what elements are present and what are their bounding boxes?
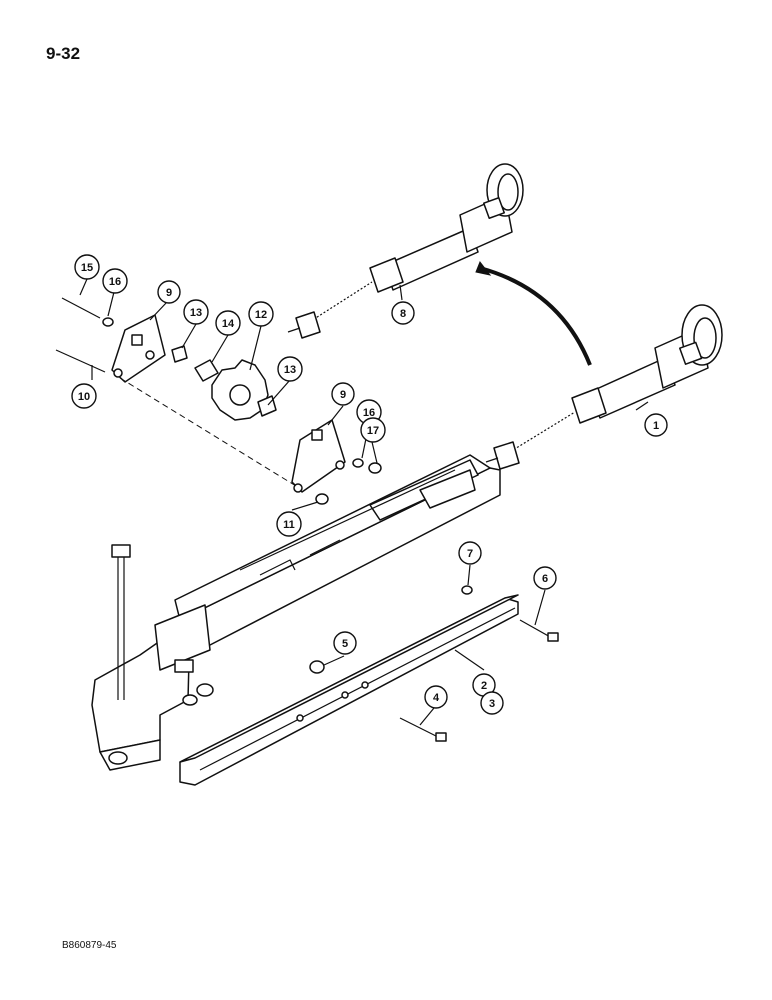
main-frame xyxy=(169,454,501,651)
svg-text:14: 14 xyxy=(222,318,235,330)
svg-text:9: 9 xyxy=(166,287,172,299)
svg-text:15: 15 xyxy=(81,262,93,274)
svg-text:4: 4 xyxy=(433,692,440,704)
svg-text:8: 8 xyxy=(400,308,406,320)
callout-9-right: 9 xyxy=(331,382,355,406)
mounting-bracket xyxy=(91,544,214,771)
svg-text:3: 3 xyxy=(489,698,495,710)
callout-13-left: 13 xyxy=(183,299,209,325)
svg-text:7: 7 xyxy=(467,548,473,560)
svg-text:10: 10 xyxy=(78,391,90,403)
angle-channel xyxy=(179,594,519,786)
assembly-arrow xyxy=(479,266,592,366)
callout-8: 8 xyxy=(391,301,415,325)
svg-text:2: 2 xyxy=(481,680,487,692)
svg-text:12: 12 xyxy=(255,309,267,321)
callout-4: 4 xyxy=(424,685,448,709)
svg-text:6: 6 xyxy=(542,573,548,585)
svg-text:9: 9 xyxy=(340,389,346,401)
svg-text:5: 5 xyxy=(342,638,348,650)
callout-9-left: 9 xyxy=(157,280,181,304)
callout-11: 11 xyxy=(276,511,302,537)
callout-14: 14 xyxy=(215,310,241,336)
callout-5: 5 xyxy=(333,631,357,655)
callout-6: 6 xyxy=(533,566,557,590)
callout-3: 3 xyxy=(480,691,504,715)
callout-16-left: 16 xyxy=(102,268,128,294)
svg-text:11: 11 xyxy=(283,519,295,531)
svg-text:13: 13 xyxy=(190,307,202,319)
svg-text:13: 13 xyxy=(284,364,296,376)
callout-7: 7 xyxy=(458,541,482,565)
svg-text:16: 16 xyxy=(363,407,375,419)
callout-1: 1 xyxy=(644,413,668,437)
svg-text:17: 17 xyxy=(367,425,379,437)
tensioner-assembly-lower xyxy=(485,304,723,470)
svg-text:1: 1 xyxy=(653,420,659,432)
callout-12: 12 xyxy=(248,301,274,327)
idler-assembly xyxy=(55,297,382,505)
callout-10: 10 xyxy=(71,383,97,409)
leader-lines xyxy=(79,278,649,726)
callout-13-right: 13 xyxy=(277,356,303,382)
tensioner-assembly-upper xyxy=(287,163,524,339)
callout-17: 17 xyxy=(360,417,386,443)
callout-15: 15 xyxy=(74,254,100,280)
hardware-lower xyxy=(309,585,559,742)
figure-code: B860879-45 xyxy=(62,940,117,951)
page-number: 9-32 xyxy=(46,44,81,63)
svg-text:16: 16 xyxy=(109,276,121,288)
